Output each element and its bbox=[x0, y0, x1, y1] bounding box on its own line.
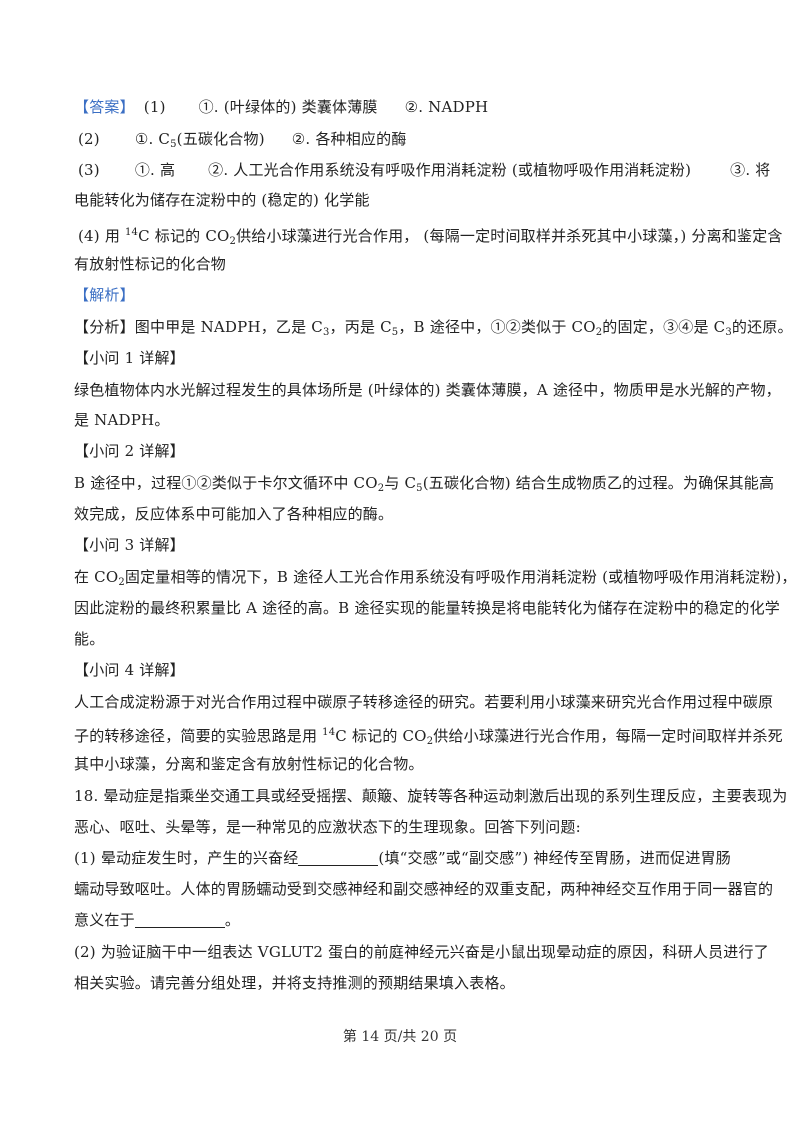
d2-p3: (五碳化合物) 结合生成物质乙的过程。为确保其能高 bbox=[422, 474, 775, 492]
summary-p2: ，丙是 C bbox=[329, 318, 392, 336]
summary-p3: ，B 途径中，①②类似于 CO bbox=[398, 318, 596, 336]
summary-s2: 5 bbox=[391, 327, 399, 338]
q4-sub: 2 bbox=[229, 236, 237, 247]
detail-3-line-1: 在 CO2固定量相等的情况下，B 途径人工光合作用系统没有呼吸作用消耗淀粉 (或… bbox=[74, 566, 796, 594]
detail-1-line-1: 绿色植物体内水光解过程发生的具体场所是 (叶绿体的) 类囊体薄膜，A 途径中，物… bbox=[74, 381, 781, 399]
question-18-part1-line-3: 意义在于 。 bbox=[74, 909, 740, 931]
q3-answer-c: ③. 将 bbox=[730, 161, 771, 179]
answer-tag: 【答案】 bbox=[74, 98, 135, 116]
detail-1-heading: 【小问 1 详解】 bbox=[74, 349, 185, 367]
q1-num: (1) bbox=[143, 98, 166, 116]
answer-q3-line: (3) ①. 高 ②. 人工光合作用系统没有呼吸作用消耗淀粉 (或植物呼吸作用消… bbox=[74, 159, 770, 181]
d3-p1: 在 CO bbox=[74, 568, 119, 586]
answer-blank-1[interactable] bbox=[298, 851, 379, 866]
q3-num: (3) bbox=[78, 161, 100, 179]
q2-answer-a-post: (五碳化合物) bbox=[176, 130, 265, 148]
d2-p1: B 途径中，过程①②类似于卡尔文循环中 CO bbox=[74, 474, 378, 492]
d4-p1: 子的转移途径，简要的实验思路是用 bbox=[74, 727, 323, 745]
page-footer: 第 14 页/共 20 页 bbox=[342, 1029, 458, 1045]
question-18-part1-line-1: (1) 晕动症发生时，产生的兴奋经 (填“交感”或“副交感”) 神经传至胃肠，进而… bbox=[74, 847, 740, 869]
d3-p2: 固定量相等的情况下，B 途径人工光合作用系统没有呼吸作用消耗淀粉 (或植物呼吸作… bbox=[124, 568, 797, 586]
q18-p1e: 。 bbox=[224, 911, 241, 929]
question-18-part2-line-1: (2) 为验证脑干中一组表达 VGLUT2 蛋白的前庭神经元兴奋是小鼠出现晕动症… bbox=[74, 943, 769, 961]
q4-post: 供给小球藻进行光合作用， (每隔一定时间取样并杀死其中小球藻，) 分离和鉴定含 bbox=[236, 227, 783, 245]
q4-mid: C 标记的 CO bbox=[138, 227, 230, 245]
question-18-part1-line-2: 蠕动导致呕吐。人体的胃肠蠕动受到交感神经和副交感神经的双重支配，两种神经交互作用… bbox=[74, 880, 774, 898]
answer-q1-line: 【答案】 (1) ①. (叶绿体的) 类囊体薄膜 ②. NADPH bbox=[74, 96, 740, 118]
q1-answer-b: ②. NADPH bbox=[404, 98, 489, 116]
d4-p2: C 标记的 CO bbox=[335, 727, 427, 745]
q3-answer-a: ①. 高 bbox=[134, 161, 176, 179]
q3-answer-b: ②. 人工光合作用系统没有呼吸作用消耗淀粉 (或植物呼吸作用消耗淀粉) bbox=[208, 161, 692, 179]
answer-q4-line: (4) 用 14C 标记的 CO2供给小球藻进行光合作用， (每隔一定时间取样并… bbox=[74, 222, 782, 253]
q4-pre: (4) 用 bbox=[78, 227, 125, 245]
q2-answer-a: ①. C bbox=[134, 130, 171, 148]
d3-s1: 2 bbox=[118, 577, 125, 588]
d2-p2: 与 C bbox=[384, 474, 417, 492]
summary-p5: 的还原。 bbox=[731, 318, 793, 336]
q18-p1d: 意义在于 bbox=[74, 911, 135, 929]
summary-s3: 2 bbox=[595, 327, 603, 338]
question-18-part2-line-2: 相关实验。请完善分组处理，并将支持推测的预期结果填入表格。 bbox=[74, 974, 515, 992]
summary-s4: 3 bbox=[725, 327, 732, 338]
question-18-line-2: 恶心、呕吐、头晕等，是一种常见的应激状态下的生理现象。回答下列问题: bbox=[74, 818, 581, 836]
q2-num: (2) bbox=[78, 130, 100, 148]
analysis-summary: 【分析】图中甲是 NADPH，乙是 C3，丙是 C5，B 途径中，①②类似于 C… bbox=[74, 316, 792, 344]
q18-p1a: (1) 晕动症发生时，产生的兴奋经 bbox=[74, 849, 299, 867]
q3-continuation: 电能转化为储存在淀粉中的 (稳定的) 化学能 bbox=[74, 191, 370, 209]
detail-2-line-1: B 途径中，过程①②类似于卡尔文循环中 CO2与 C5(五碳化合物) 结合生成物… bbox=[74, 472, 774, 500]
answer-blank-2[interactable] bbox=[134, 913, 225, 928]
detail-2-line-2: 效完成，反应体系中可能加入了各种相应的酶。 bbox=[74, 505, 394, 523]
d2-s2: 5 bbox=[416, 483, 423, 494]
detail-3-line-2: 因此淀粉的最终积累量比 A 途径的高。B 途径实现的能量转换是将电能转化为储存在… bbox=[74, 599, 780, 617]
answer-q2-line: (2) ①. C5(五碳化合物) ②. 各种相应的酶 bbox=[74, 128, 740, 156]
q2-answer-b: ②. 各种相应的酶 bbox=[291, 130, 407, 148]
analysis-tag: 【解析】 bbox=[74, 286, 135, 304]
d4-s1: 2 bbox=[426, 736, 434, 747]
detail-4-line-1: 人工合成淀粉源于对光合作用过程中碳原子转移途径的研究。若要利用小球藻来研究光合作… bbox=[74, 693, 774, 711]
d2-s1: 2 bbox=[377, 483, 385, 494]
detail-2-heading: 【小问 2 详解】 bbox=[74, 442, 185, 460]
detail-3-line-3: 能。 bbox=[74, 630, 105, 648]
summary-p4: 的固定，③④是 C bbox=[602, 318, 726, 336]
summary-p1: 【分析】图中甲是 NADPH，乙是 C bbox=[74, 318, 323, 336]
q18-p1b: (填“交感”或“副交感”) 神经传至胃肠，进而促进胃肠 bbox=[378, 849, 731, 867]
question-18-line-1: 18. 晕动症是指乘坐交通工具或经受摇摆、颠簸、旋转等各种运动刺激后出现的系列生… bbox=[74, 787, 788, 805]
detail-1-line-2: 是 NADPH。 bbox=[74, 411, 170, 429]
q4-continuation: 有放射性标记的化合物 bbox=[74, 255, 227, 273]
q4-sup: 14 bbox=[124, 227, 139, 238]
d4-p3: 供给小球藻进行光合作用，每隔一定时间取样并杀死 bbox=[433, 727, 783, 745]
q1-answer-a: ①. (叶绿体的) 类囊体薄膜 bbox=[198, 98, 378, 116]
q2-sub: 5 bbox=[170, 139, 177, 150]
detail-4-line-2: 子的转移途径，简要的实验思路是用 14C 标记的 CO2供给小球藻进行光合作用，… bbox=[74, 722, 783, 753]
detail-3-heading: 【小问 3 详解】 bbox=[74, 536, 185, 554]
detail-4-heading: 【小问 4 详解】 bbox=[74, 661, 185, 679]
analysis-tag-line: 【解析】 bbox=[74, 284, 740, 306]
detail-4-line-3: 其中小球藻，分离和鉴定含有放射性标记的化合物。 bbox=[74, 755, 424, 773]
d4-sup: 14 bbox=[322, 727, 336, 738]
summary-s1: 3 bbox=[322, 327, 330, 338]
